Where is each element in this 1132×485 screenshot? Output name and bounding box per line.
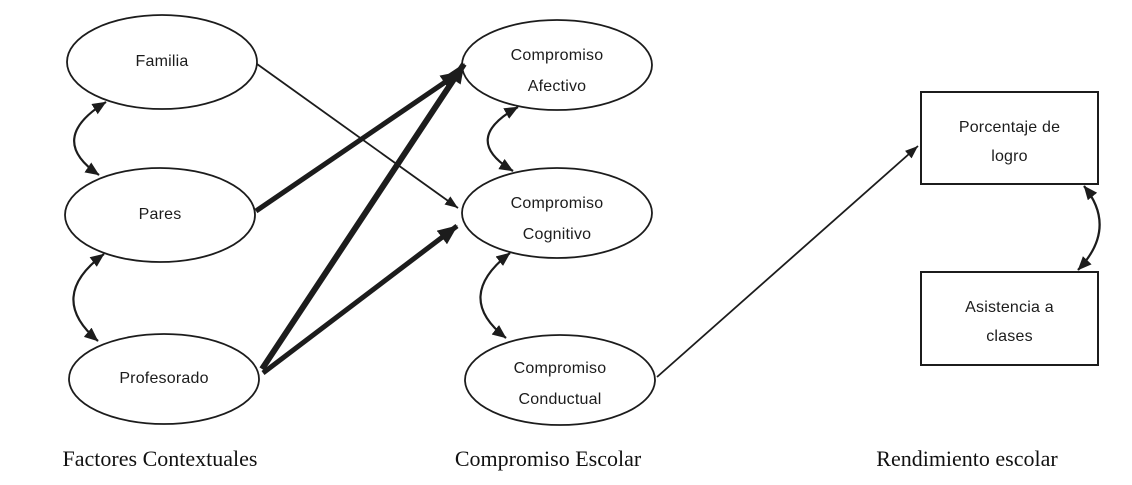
node-label-compromiso-afectivo: Compromiso Afectivo [462, 40, 652, 102]
node-label-familia-line-1: Familia [135, 53, 189, 70]
node-label-porcentaje-de-logro-line-2: logro [991, 148, 1028, 165]
ellipse-compromiso-conductual [464, 334, 656, 426]
node-label-compromiso-conductual-line-1: Compromiso [513, 360, 607, 377]
node-label-asistencia-a-clases-line-2: clases [986, 328, 1033, 345]
node-label-pares-line-1: Pares [138, 206, 182, 223]
group-label-factores-contextuales: Factores Contextuales [62, 446, 258, 471]
node-label-porcentaje-de-logro-line-1: Porcentaje de [958, 119, 1061, 136]
node-label-asistencia-a-clases: Asistencia a clases [921, 293, 1098, 351]
correlation-afectivo-cognitivo [486, 106, 519, 172]
correlation-pares-profesorado [72, 253, 105, 342]
node-label-compromiso-conductual-line-2: Conductual [518, 391, 602, 408]
node-label-compromiso-cognitivo: Compromiso Cognitivo [462, 188, 652, 250]
arrow-conductual-to-porcentaje [656, 145, 919, 378]
node-label-compromiso-afectivo-line-2: Afectivo [527, 78, 587, 95]
correlation-porcentaje-asistencia [1077, 185, 1101, 271]
ellipse-compromiso-cognitivo [461, 167, 653, 259]
ellipse-profesorado [68, 333, 260, 425]
arrow-profesorado-to-afectivo [259, 62, 467, 371]
node-label-compromiso-cognitivo-line-1: Compromiso [510, 195, 604, 212]
group-label-rendimiento-escolar: Rendimiento escolar [876, 446, 1058, 471]
correlation-familia-pares [73, 101, 107, 176]
arrow-profesorado-to-cognitivo [261, 224, 459, 375]
node-label-compromiso-afectivo-line-1: Compromiso [510, 47, 604, 64]
ellipse-familia [66, 14, 258, 110]
node-label-profesorado: Profesorado [69, 367, 259, 391]
arrow-familia-to-cognitivo [256, 63, 459, 209]
node-label-familia: Familia [67, 50, 257, 74]
node-label-compromiso-conductual: Compromiso Conductual [465, 353, 655, 415]
ellipse-pares [64, 167, 256, 263]
box-asistencia-a-clases [920, 271, 1099, 366]
group-label-compromiso-escolar: Compromiso Escolar [454, 446, 642, 471]
node-label-porcentaje-de-logro: Porcentaje de logro [921, 113, 1098, 171]
node-label-compromiso-cognitivo-line-2: Cognitivo [522, 226, 592, 243]
box-porcentaje-de-logro [920, 91, 1099, 185]
node-label-asistencia-a-clases-line-1: Asistencia a [965, 299, 1054, 316]
node-label-pares: Pares [65, 203, 255, 227]
arrow-pares-to-afectivo [254, 69, 462, 214]
correlation-cognitivo-conductual [479, 252, 511, 339]
node-label-profesorado-line-1: Profesorado [119, 370, 209, 387]
